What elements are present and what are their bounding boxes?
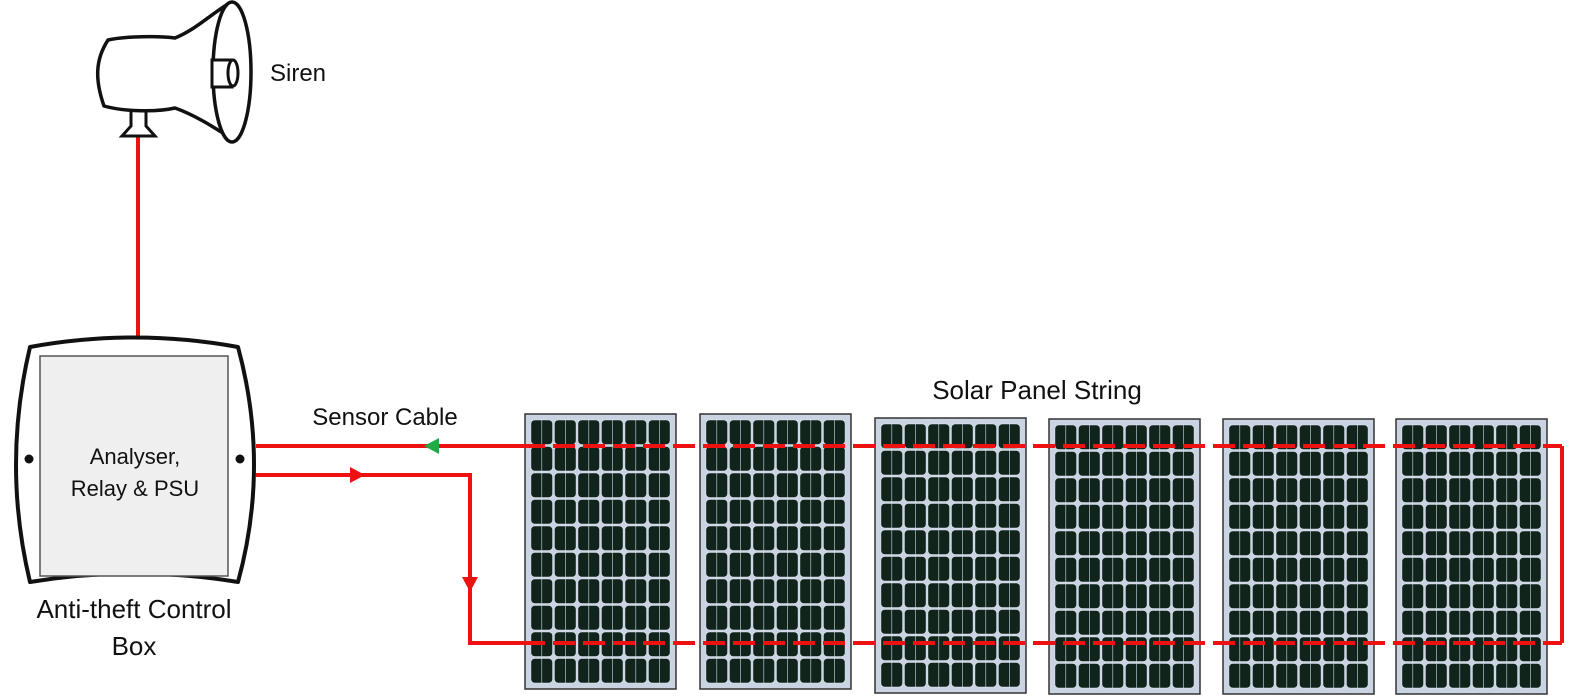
control-box-text-line1: Analyser, <box>90 444 181 469</box>
solar-panel-2 <box>699 413 852 690</box>
control-box-caption-line2: Box <box>112 631 157 661</box>
solar-panel-6 <box>1395 418 1548 695</box>
solar-panel-1 <box>524 413 677 690</box>
sensor-cable-out-solid <box>256 473 523 645</box>
sensor-cable-label: Sensor Cable <box>312 404 457 431</box>
control-box-screw-right <box>235 454 245 464</box>
solar-panel-4 <box>1048 418 1201 695</box>
siren: Siren <box>95 0 326 337</box>
panel-string-label: Solar Panel String <box>932 375 1142 405</box>
solar-panel-5 <box>1222 418 1375 695</box>
siren-body <box>95 2 236 142</box>
control-box-caption-line1: Anti-theft Control <box>36 594 231 624</box>
arrow-out-right <box>350 467 365 483</box>
arrow-down <box>462 577 478 592</box>
solar-panel-3 <box>874 417 1027 694</box>
control-box-text-line2: Relay & PSU <box>71 476 199 501</box>
sensor-cable: Sensor Cable <box>256 404 1564 645</box>
control-box-face <box>39 355 229 577</box>
control-box: Analyser, Relay & PSU Anti-theft Control… <box>14 335 256 661</box>
control-box-screw-left <box>24 454 34 464</box>
siren-label: Siren <box>270 60 326 87</box>
solar-panel-string <box>524 413 1548 695</box>
arrow-return-green <box>424 438 439 454</box>
siren-horn-tip <box>226 58 240 88</box>
